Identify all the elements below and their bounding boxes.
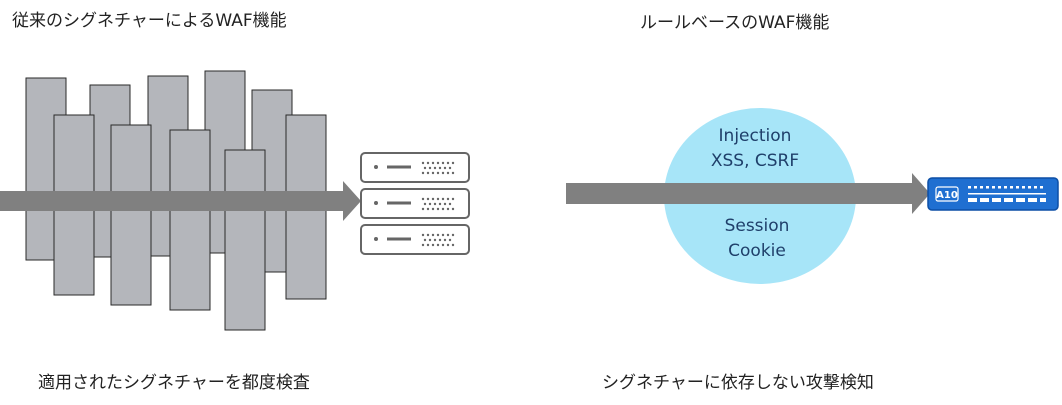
right-traffic-arrow: [566, 173, 930, 214]
server-stack-icon: [360, 152, 470, 255]
server-vent-dots: [421, 161, 455, 247]
bubble-label-session: Session: [725, 216, 790, 236]
signature-block: [110, 124, 152, 306]
left-panel-title: 従来のシグネチャーによるWAF機能: [12, 11, 287, 31]
left-panel-caption: 適用されたシグネチャーを都度検査: [38, 373, 310, 393]
a10-appliance-icon: A10: [927, 177, 1059, 211]
bubble-label-injection: Injection: [719, 126, 792, 146]
right-panel-title: ルールベースのWAF機能: [640, 13, 830, 33]
bubble-label-xss-csrf: XSS, CSRF: [711, 151, 799, 171]
bubble-label-cookie: Cookie: [728, 241, 786, 261]
left-traffic-arrow: [0, 181, 361, 221]
signature-block: [169, 129, 211, 311]
right-panel-caption: シグネチャーに依存しない攻撃検知: [602, 373, 874, 393]
signature-block: [224, 149, 266, 331]
a10-logo-text: A10: [936, 190, 958, 201]
